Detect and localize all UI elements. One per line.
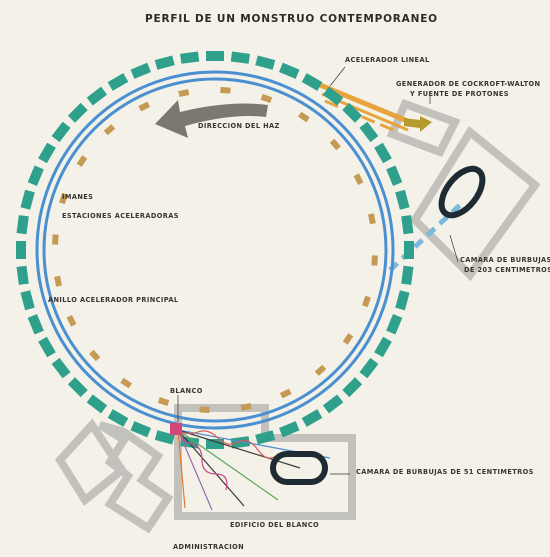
label-camara51: CAMARA DE BURBUJAS DE 51 CENTIMETROS [356, 468, 534, 476]
magnet [27, 165, 44, 186]
accelerating-station [59, 192, 68, 205]
admin-building [54, 418, 174, 534]
magnet [322, 394, 344, 414]
accelerating-station [371, 255, 378, 266]
magnet [206, 51, 224, 61]
accelerating-station [240, 403, 252, 411]
accelerating-station [260, 94, 273, 103]
magnet [404, 241, 414, 259]
magnet [279, 421, 300, 438]
magnet [16, 241, 26, 259]
bubble-chamber-203 [438, 165, 486, 219]
magnet [374, 142, 392, 164]
proton-source-arrow-icon [404, 116, 432, 132]
beam-direction-arrow-icon [155, 100, 268, 138]
magnets [16, 51, 414, 449]
magnet [180, 51, 200, 64]
magnet [395, 290, 410, 311]
label-blanco: BLANCO [170, 387, 203, 395]
chamber-203-building [409, 126, 541, 282]
magnet [279, 62, 300, 79]
accelerating-station [342, 333, 354, 345]
magnet [386, 314, 403, 335]
magnet [255, 55, 276, 70]
magnet [322, 86, 344, 106]
magnet [255, 430, 276, 445]
magnet [16, 215, 29, 235]
label-estaciones: ESTACIONES ACELERADORAS [62, 212, 179, 220]
accelerating-station [298, 111, 310, 123]
label-edificio: EDIFICIO DEL BLANCO [230, 521, 319, 529]
magnet [67, 102, 88, 123]
accelerating-station [76, 155, 88, 167]
magnet [27, 314, 44, 335]
magnet [154, 55, 175, 70]
magnet [67, 377, 88, 398]
magnet [206, 439, 224, 449]
label-imanes: IMANES [62, 193, 93, 201]
accelerating-station [120, 377, 132, 389]
magnet [130, 421, 151, 438]
accelerating-station [157, 397, 170, 406]
magnet [230, 436, 250, 449]
accelerating-station [362, 295, 371, 308]
magnet [374, 336, 392, 358]
magnet [107, 73, 129, 91]
magnet [20, 290, 35, 311]
magnet [342, 102, 363, 123]
label-anillo: ANILLO ACELERADOR PRINCIPAL [48, 296, 179, 304]
accelerating-station [52, 234, 59, 245]
bubble-chamber-51 [270, 451, 328, 485]
accelerating-station [279, 388, 292, 399]
magnet [16, 265, 29, 285]
magnet [107, 409, 129, 427]
label-generador-1: GENERADOR DE COCKROFT-WALTON [396, 80, 540, 88]
accelerating-station [103, 124, 116, 136]
accelerating-station [199, 406, 210, 413]
accelerating-station [368, 213, 376, 225]
diagram-title: PERFIL DE UN MONSTRUO CONTEMPORANEO [145, 13, 438, 25]
label-administracion: ADMINISTRACION [173, 543, 244, 551]
magnet [86, 86, 108, 106]
magnet [386, 165, 403, 186]
accelerating-station [329, 138, 341, 151]
magnet [51, 121, 71, 143]
magnet [342, 377, 363, 398]
magnet [301, 409, 323, 427]
target-building [174, 404, 356, 520]
magnet [395, 189, 410, 210]
magnet [38, 142, 56, 164]
secondary-beams [177, 429, 331, 511]
magnet [38, 336, 56, 358]
label-acelerador-lineal: ACELERADOR LINEAL [345, 56, 430, 64]
label-direccion: DIRECCION DEL HAZ [198, 122, 280, 130]
accelerating-station [54, 275, 62, 287]
label-camara203-1: CAMARA DE BURBUJAS [460, 256, 550, 264]
magnet [130, 62, 151, 79]
accelerating-station [353, 173, 364, 186]
magnet [359, 357, 379, 379]
accelerating-station [220, 87, 231, 94]
magnet [359, 121, 379, 143]
target-marker [170, 423, 182, 435]
magnet [86, 394, 108, 414]
label-camara203-2: DE 203 CENTIMETROS [464, 266, 550, 274]
accelerating-station [314, 364, 327, 376]
leader-lines [177, 66, 459, 475]
magnet [230, 51, 250, 64]
accelerating-stations [52, 87, 378, 413]
magnet [20, 189, 35, 210]
magnet [401, 265, 414, 285]
magnet [154, 430, 175, 445]
accelerating-station [178, 89, 190, 97]
magnet [301, 73, 323, 91]
accelerating-station [138, 101, 151, 112]
accelerating-station [89, 349, 101, 362]
label-generador-2: Y FUENTE DE PROTONES [409, 90, 509, 98]
main-ring [35, 70, 395, 430]
accelerating-station [66, 314, 77, 327]
magnet [401, 215, 414, 235]
magnet [51, 357, 71, 379]
